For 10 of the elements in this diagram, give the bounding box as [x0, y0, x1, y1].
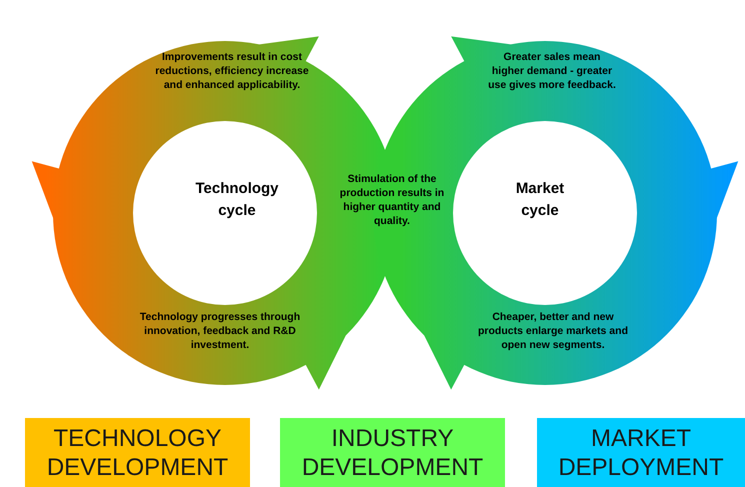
cycle-title: Technology cycle	[194, 179, 280, 221]
stage-box: INDUSTRY DEVELOPMENT	[280, 418, 505, 487]
cycle-note: Greater sales mean higher demand - greater use gives more feedback.	[487, 50, 617, 92]
stage-box: MARKET DEPLOYMENT	[537, 418, 745, 487]
cycle-note: Improvements result in cost reductions, efficiency increase and enhanced applicability.	[154, 50, 310, 92]
stage-box: TECHNOLOGY DEVELOPMENT	[25, 418, 250, 487]
cycle-note: Cheaper, better and new products enlarge markets and open new segments.	[477, 310, 629, 352]
cycle-note: Stimulation of the production results in higher quantity and quality.	[338, 172, 446, 228]
cycle-title: Market cycle	[514, 179, 566, 221]
cycle-note: Technology progresses through innovation, feedback and R&D investment.	[138, 310, 302, 352]
